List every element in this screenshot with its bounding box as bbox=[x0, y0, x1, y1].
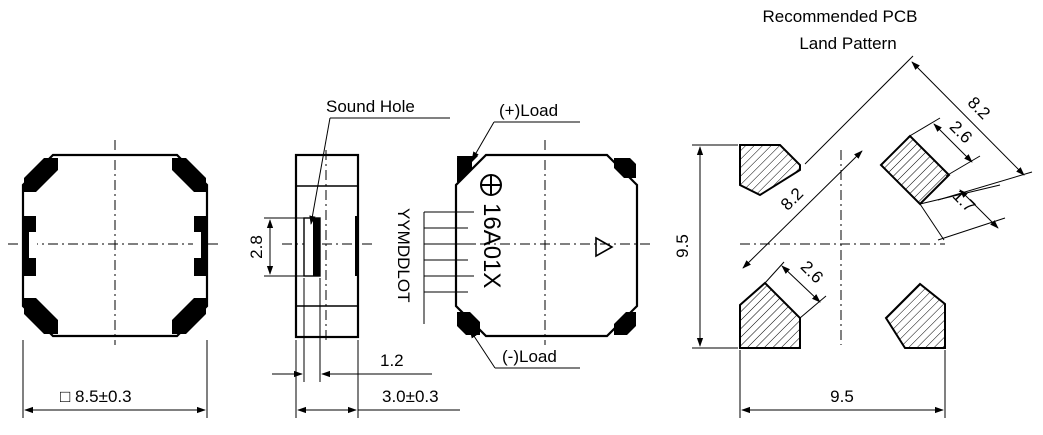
outer-diag-dim-line bbox=[911, 61, 1025, 176]
lot-label: YYMDDLOT bbox=[394, 208, 413, 302]
land-pattern-view: Recommended PCB Land Pattern 8.2 2.6 1.7… bbox=[673, 7, 1033, 418]
land-pad-bl bbox=[739, 281, 801, 349]
front-corner-pad-bl bbox=[24, 298, 58, 334]
height-dim: 2.8 bbox=[247, 235, 266, 259]
top-corner-pad-bl bbox=[457, 312, 480, 335]
hole-width-dim: 1.2 bbox=[380, 351, 404, 370]
minus-load-leader bbox=[469, 329, 496, 369]
side-terminal bbox=[355, 216, 359, 276]
thickness-dim: 3.0±0.3 bbox=[382, 387, 439, 406]
lot-leaders bbox=[423, 211, 474, 324]
top-view: 16A01X YYMDDLOT (+)Load (-)Load bbox=[394, 101, 650, 369]
sound-hole-label: Sound Hole bbox=[326, 97, 415, 116]
land-pad-tr bbox=[879, 134, 951, 206]
front-corner-pad-tl bbox=[24, 158, 58, 192]
side-view: Sound Hole 2.8 1.2 3.0±0.3 bbox=[247, 97, 460, 418]
dim-width: 9.5 bbox=[830, 387, 854, 406]
front-view: □ 8.5±0.3 bbox=[8, 140, 222, 418]
circle-plus-icon bbox=[480, 174, 502, 196]
front-corner-pad-tr bbox=[172, 158, 206, 192]
sound-hole-leader bbox=[309, 117, 331, 225]
top-corner-pad-br bbox=[614, 312, 636, 335]
triangle-icon bbox=[595, 236, 614, 258]
minus-load-label: (-)Load bbox=[502, 347, 557, 366]
marking-code: 16A01X bbox=[478, 203, 505, 288]
top-corner-pad-tr bbox=[614, 158, 636, 178]
front-size-dim: □ 8.5±0.3 bbox=[60, 387, 132, 406]
sound-hole-fill bbox=[313, 218, 320, 276]
land-pad-br bbox=[884, 282, 946, 349]
land-pattern-title-1: Recommended PCB bbox=[763, 7, 918, 26]
inner-diag-dim-line bbox=[742, 150, 863, 269]
dim-height: 9.5 bbox=[673, 234, 692, 258]
front-corner-pad-br bbox=[172, 298, 206, 334]
dim-pad-width-bottom: 2.6 bbox=[797, 257, 827, 287]
plus-load-label: (+)Load bbox=[499, 101, 558, 120]
land-pattern-title-2: Land Pattern bbox=[799, 34, 896, 53]
plus-load-leader bbox=[471, 121, 495, 161]
